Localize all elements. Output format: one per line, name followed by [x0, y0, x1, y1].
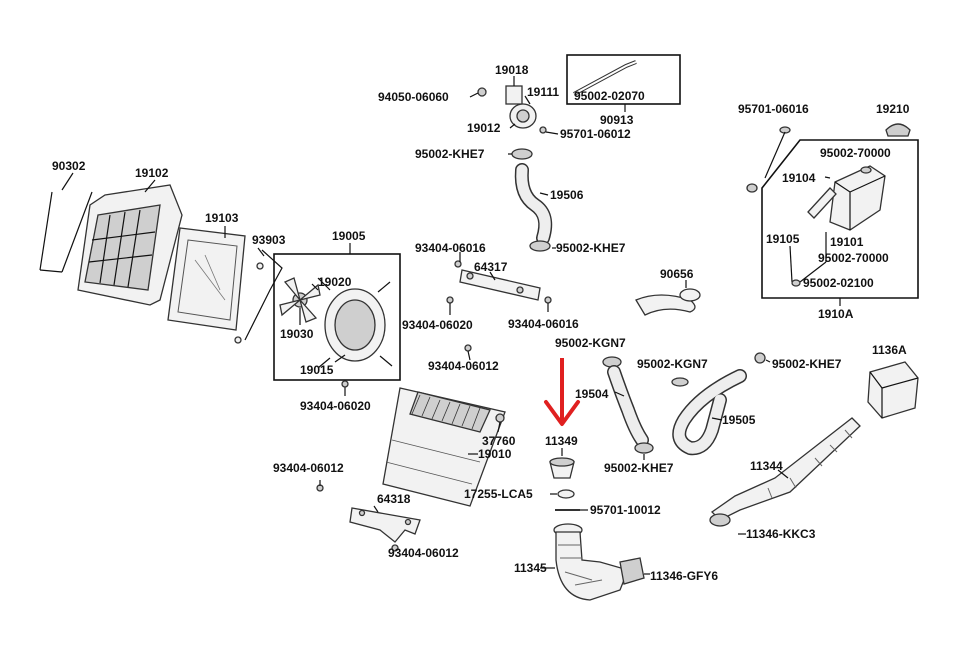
label-19010: 19010 — [478, 447, 512, 461]
label-93404-06016-b: 93404-06016 — [508, 317, 579, 331]
label-19105: 19105 — [766, 232, 800, 246]
label-11344: 11344 — [750, 459, 783, 473]
hose-19504-shape — [608, 366, 648, 446]
cover-1136a-shape — [867, 361, 919, 419]
hose-19506-shape — [516, 164, 551, 244]
label-95002-02070: 95002-02070 — [574, 89, 645, 103]
label-17255-lca5: 17255-LCA5 — [464, 487, 533, 501]
label-11346-kkc3: 11346-KKC3 — [746, 527, 816, 541]
clamp-90656-group: 90656 — [635, 267, 701, 316]
clamp-90656-shape — [635, 294, 696, 316]
label-90656: 90656 — [660, 267, 694, 281]
label-19018: 19018 — [495, 63, 529, 77]
bracket-93903-shape — [244, 249, 283, 341]
red-arrow-head — [544, 400, 580, 426]
label-11349: 11349 — [545, 434, 578, 448]
label-1136a: 1136A — [872, 343, 907, 357]
label-93404-06020-b: 93404-06020 — [300, 399, 371, 413]
label-19210: 19210 — [876, 102, 910, 116]
part-11349-group: 11349 17255-LCA5 95701-10012 — [464, 358, 661, 517]
bracket-64317-group: 93404-06016 64317 93404-06020 93404-0601… — [402, 241, 579, 332]
fan-assembly-box — [273, 253, 401, 381]
fan-shroud-19015-shape — [317, 277, 393, 369]
rod-left-b — [61, 191, 93, 273]
label-95002-02100: 95002-02100 — [803, 276, 874, 290]
label-19504: 19504 — [575, 387, 609, 401]
label-19104: 19104 — [782, 171, 816, 185]
cap-19210-shape — [885, 123, 911, 137]
screen-19103-shape — [167, 227, 246, 331]
label-19102: 19102 — [135, 166, 169, 180]
label-95002-khe7-mid: 95002-KHE7 — [556, 241, 626, 255]
fan-19020-shape — [279, 277, 321, 323]
label-19012: 19012 — [467, 121, 501, 135]
duct-11345-shape — [555, 531, 629, 601]
label-93404-06012-b: 93404-06012 — [273, 461, 344, 475]
label-95701-10012: 95701-10012 — [590, 503, 661, 517]
bracket-64318-shape — [349, 507, 421, 543]
label-95002-kgn7-b: 95002-KGN7 — [637, 357, 708, 371]
duct-11344-group: 1136A 11344 11346-KKC3 — [709, 343, 919, 541]
duct-11345-group: 11345 11346-GFY6 — [514, 523, 718, 601]
hose-19505-shape — [673, 370, 746, 454]
reservoir-group: 95701-06016 19210 1910A 95002-70000 1910… — [738, 102, 919, 321]
label-94050-06060: 94050-06060 — [378, 90, 449, 104]
label-1910a: 1910A — [818, 307, 854, 321]
label-64317: 64317 — [474, 260, 508, 274]
label-95002-70000-b: 95002-70000 — [818, 251, 889, 265]
label-95002-khe7-low: 95002-KHE7 — [604, 461, 674, 475]
duct-11344-shape — [710, 417, 861, 521]
label-19030: 19030 — [280, 327, 314, 341]
label-11346-gfy6: 11346-GFY6 — [650, 569, 718, 583]
label-93404-06012-c: 93404-06012 — [388, 546, 459, 560]
label-37760: 37760 — [482, 434, 516, 448]
hose-19504-group: 95002-KGN7 19504 95002-KHE7 — [555, 336, 674, 475]
label-93404-06012-a: 93404-06012 — [428, 359, 499, 373]
label-19505: 19505 — [722, 413, 756, 427]
radiator-shroud-group: 90302 19102 19103 93903 — [39, 159, 286, 344]
label-95701-06012: 95701-06012 — [560, 127, 631, 141]
label-90913: 90913 — [600, 113, 634, 127]
label-95701-06016: 95701-06016 — [738, 102, 809, 116]
hose-19505-group: 95002-KGN7 95002-KHE7 19505 — [637, 352, 842, 456]
fan-assembly-group: 19005 19020 19030 19015 93404-06020 — [273, 229, 401, 413]
label-90302: 90302 — [52, 159, 86, 173]
rod-left-a — [39, 191, 53, 271]
shroud-19102-grille — [84, 204, 161, 291]
tank-19101-shape — [829, 165, 886, 231]
label-19506: 19506 — [550, 188, 584, 202]
label-95002-khe7-right: 95002-KHE7 — [772, 357, 842, 371]
label-95002-70000-a: 95002-70000 — [820, 146, 891, 160]
label-93404-06016-a: 93404-06016 — [415, 241, 486, 255]
label-19005: 19005 — [332, 229, 366, 243]
label-64318: 64318 — [377, 492, 411, 506]
label-95002-kgn7-a: 95002-KGN7 — [555, 336, 626, 350]
label-19101: 19101 — [830, 235, 864, 249]
thermostat-group: 95002-02070 90913 19018 94050-06060 1911… — [378, 54, 681, 255]
label-93404-06020-a: 93404-06020 — [402, 318, 473, 332]
label-19015: 19015 — [300, 363, 334, 377]
reservoir-1910a-box — [761, 139, 919, 299]
label-11345: 11345 — [514, 561, 547, 575]
label-19111: 19111 — [527, 85, 559, 99]
label-19103: 19103 — [205, 211, 239, 225]
bracket-64318-group: 64318 93404-06012 — [349, 492, 459, 560]
rod-left-c — [39, 269, 63, 273]
label-19020: 19020 — [318, 275, 352, 289]
radiator-group: 93404-06012 37760 19010 93404-06012 — [273, 344, 516, 507]
label-95002-khe7-top: 95002-KHE7 — [415, 147, 485, 161]
hose-95002-02070-box — [566, 54, 681, 105]
label-93903: 93903 — [252, 233, 286, 247]
